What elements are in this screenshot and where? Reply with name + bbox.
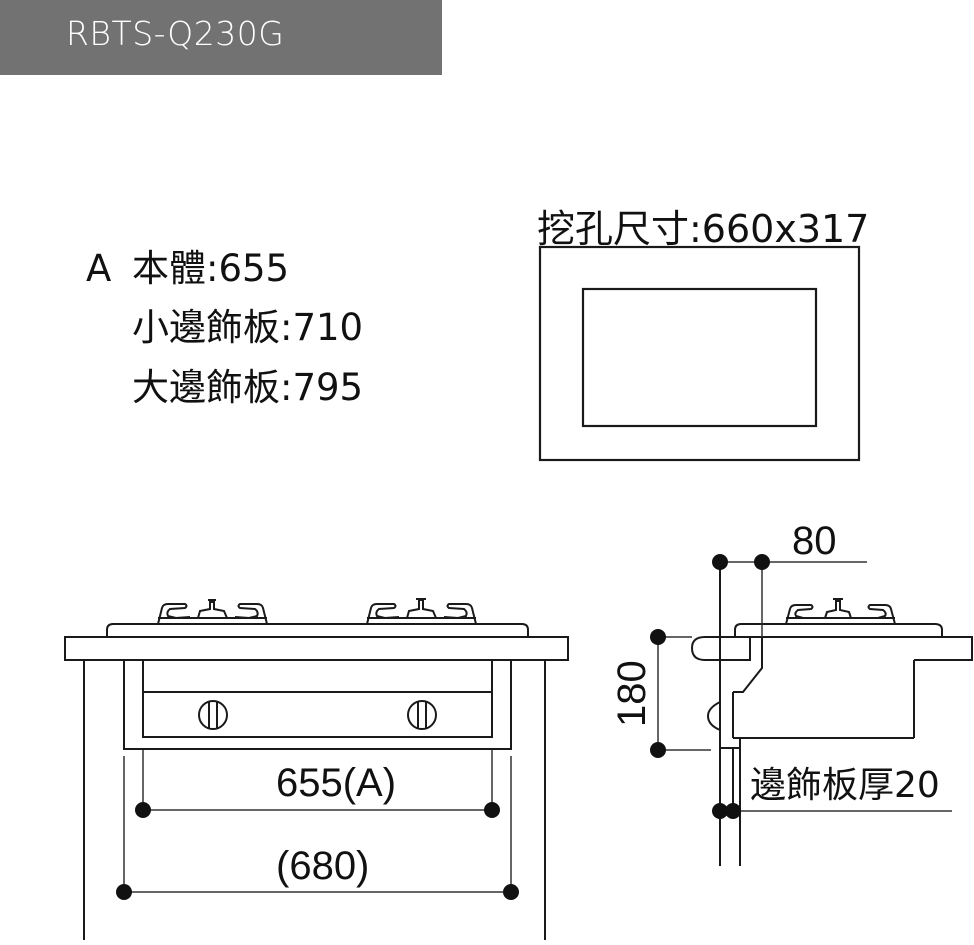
front-view: [64, 598, 569, 940]
model-title-bar: RBTS-Q230G: [0, 0, 442, 75]
dimension-front-offset: 80: [792, 519, 837, 563]
spec-large-trim: 大邊飾板:795: [132, 369, 363, 406]
spec-small-trim: 小邊飾板:710: [132, 309, 363, 346]
side-view: [650, 554, 973, 866]
dimension-body-width: 655(A): [276, 761, 397, 805]
cutout-diagram: [538, 245, 861, 462]
burner-icon: [157, 599, 268, 625]
cutout-size-label: 挖孔尺寸:660x317: [537, 207, 870, 251]
spec-body-text: 本體:655: [132, 247, 290, 290]
dimension-trim-thickness: 邊飾板厚20: [750, 765, 940, 806]
spec-large-trim-text: 大邊飾板:795: [132, 366, 364, 409]
knob-icon: [198, 700, 228, 730]
dimension-overall-width: (680): [276, 844, 370, 888]
burner-icon: [785, 598, 896, 625]
model-name: RBTS-Q230G: [66, 14, 285, 53]
spec-body: A 本體:655: [86, 250, 289, 287]
dimension-height: 180: [610, 660, 654, 727]
knob-icon: [407, 700, 437, 730]
spec-small-trim-text: 小邊飾板:710: [132, 306, 364, 349]
spec-marker: A: [86, 247, 112, 290]
burner-icon: [366, 598, 477, 625]
